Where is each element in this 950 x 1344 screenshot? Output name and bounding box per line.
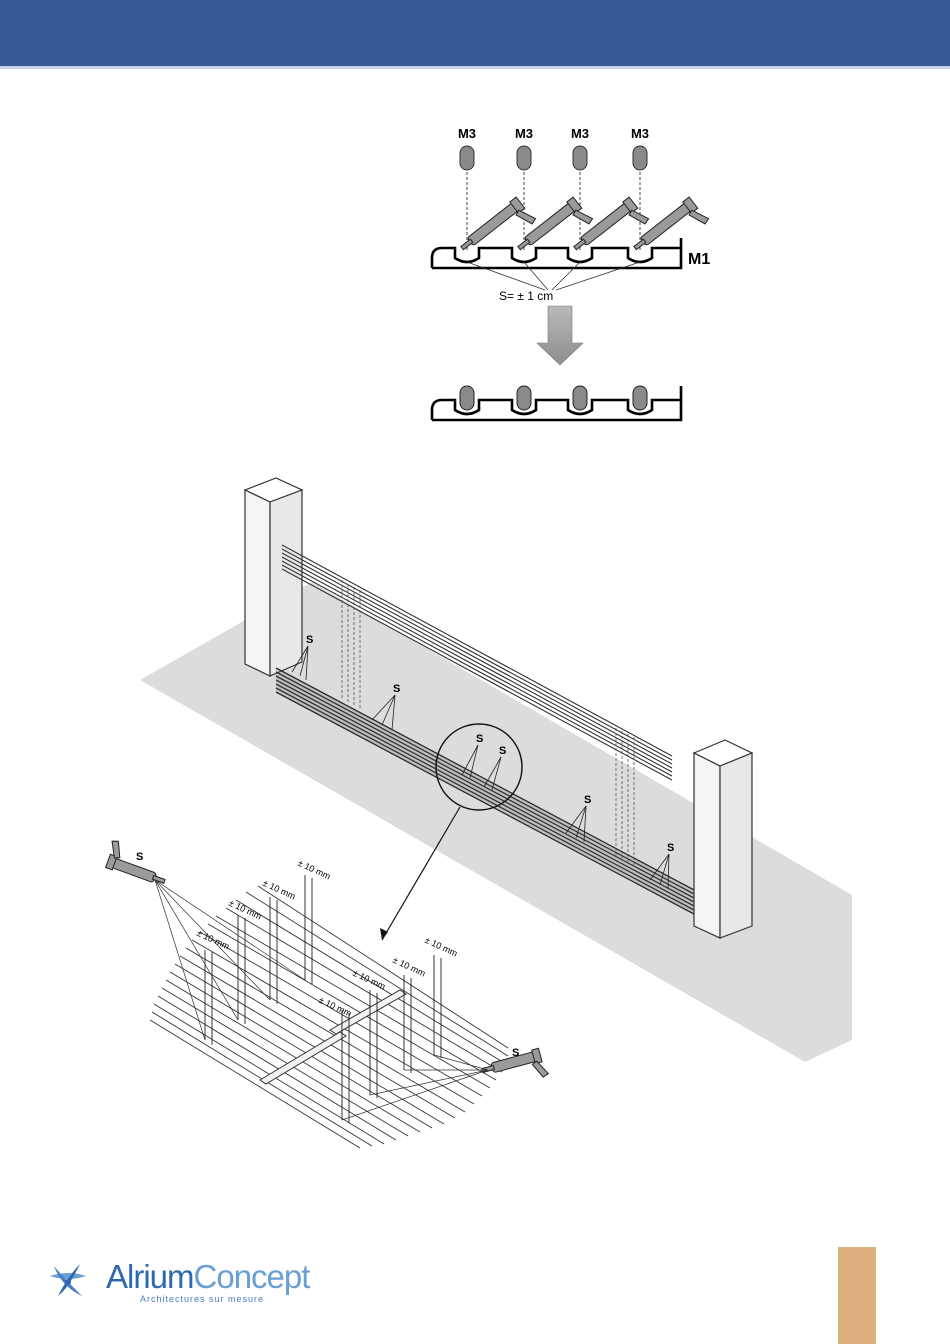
detail-diagram: ± 10 mm ± 10 mm ± 10 mm ± 10 mm ± 10 mm … <box>103 839 549 1148</box>
dimension-label-7: ± 10 mm <box>391 955 427 979</box>
logo-wordmark: AlriumConcept <box>106 1258 309 1296</box>
seal-label-5: S <box>584 794 591 806</box>
gun-label-right: S <box>512 1047 519 1059</box>
seal-label-4: S <box>499 745 506 757</box>
gasket-3 <box>573 146 587 170</box>
m3-label-1: M3 <box>458 126 476 141</box>
caulking-gun-left-icon <box>103 839 172 888</box>
dimension-label-1: ± 10 mm <box>195 928 231 952</box>
down-arrow-icon <box>537 306 583 365</box>
dimension-label-6: ± 10 mm <box>351 968 387 992</box>
logo-word-concept: Concept <box>194 1258 310 1295</box>
m3-label-4: M3 <box>631 126 649 141</box>
right-pillar <box>694 740 752 938</box>
seal-label-3: S <box>476 733 483 745</box>
gasket-2 <box>517 146 531 170</box>
seal-label-2: S <box>393 683 400 695</box>
logo-word-alrium: Alrium <box>106 1258 194 1295</box>
dimension-label-3: ± 10 mm <box>261 878 297 902</box>
logo-tagline: Architectures sur mesure <box>140 1294 264 1304</box>
brand-logo: AlriumConcept Architectures sur mesure <box>48 1258 318 1308</box>
profile-label: M1 <box>688 251 710 268</box>
main-diagram: S S S S S S <box>140 478 852 1062</box>
dimension-label-4: ± 10 mm <box>296 858 332 882</box>
page-corner-tab <box>838 1247 876 1344</box>
gasket-4 <box>633 146 647 170</box>
spacing-label: S= ± 1 cm <box>499 289 553 303</box>
gasket-1 <box>460 146 474 170</box>
left-pillar <box>245 478 302 676</box>
gun-label-left: S <box>136 851 143 863</box>
seal-label-6: S <box>667 842 674 854</box>
caulking-gun-icons <box>458 196 710 267</box>
m3-label-2: M3 <box>515 126 533 141</box>
top-diagram: M3 M3 M3 M3 <box>432 126 710 420</box>
seal-label-1: S <box>306 634 313 646</box>
m3-label-3: M3 <box>571 126 589 141</box>
dimension-label-8: ± 10 mm <box>423 935 459 959</box>
